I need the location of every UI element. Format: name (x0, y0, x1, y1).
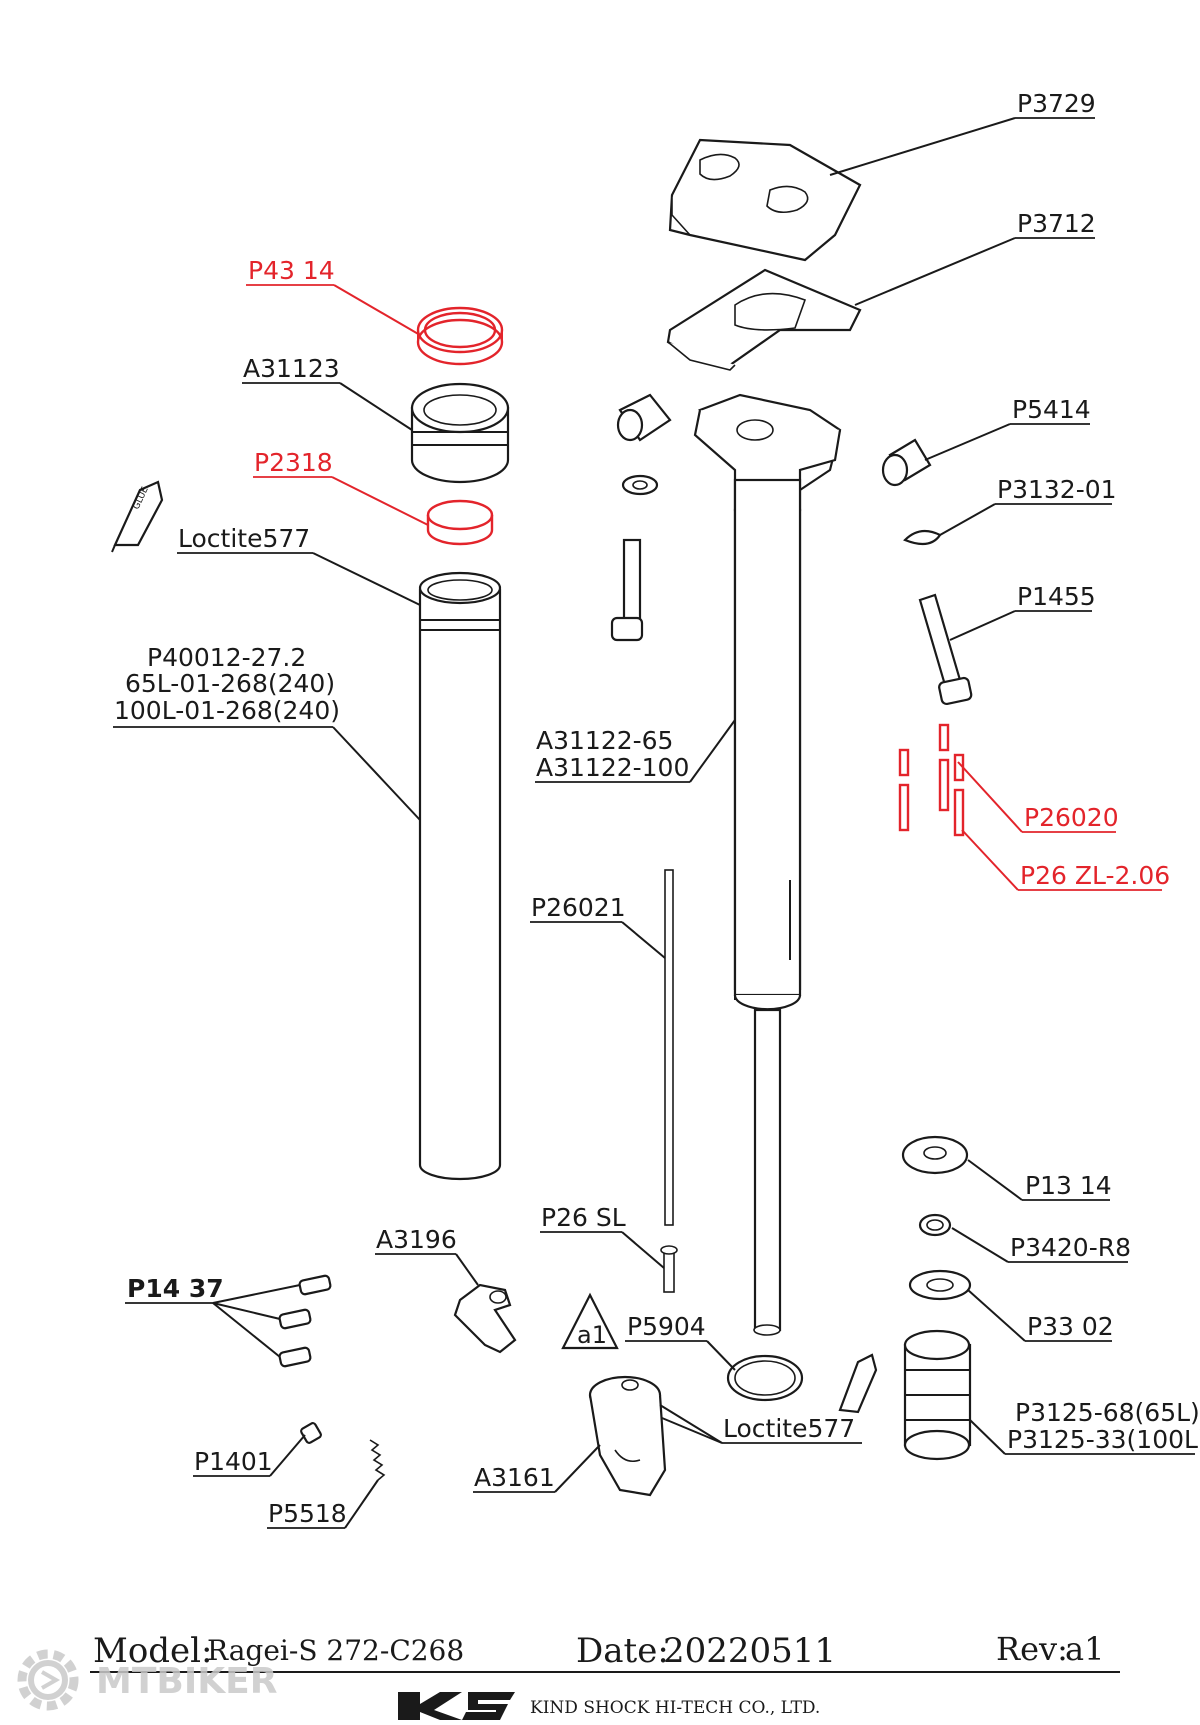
label-a31123: A31123 (243, 354, 340, 383)
date-label: Date: (576, 1631, 669, 1671)
label-a31122-line2: A31122-100 (536, 753, 689, 782)
label-p3302: P33 02 (1027, 1312, 1114, 1341)
label-a31122-line1: A31122-65 (536, 726, 673, 755)
label-p26020: P26020 (1024, 803, 1119, 832)
label-p26021: P26021 (531, 893, 626, 922)
rev-label: Rev: (996, 1630, 1068, 1668)
bolt-left (610, 538, 644, 642)
glue-tube-bottom-icon (838, 1353, 878, 1414)
label-p5904: P5904 (627, 1312, 706, 1341)
label-p3420: P3420-R8 (1010, 1233, 1131, 1262)
small-grub-screw (300, 1422, 322, 1444)
leader-lines (113, 117, 1195, 1529)
revision-triangle-label: a1 (577, 1321, 607, 1349)
rev-value: a1 (1065, 1630, 1104, 1668)
outer-tube (418, 571, 502, 1181)
label-p3132: P3132-01 (997, 475, 1117, 504)
label-p40012-line3: 100L-01-268(240) (114, 696, 340, 725)
circlip (918, 1213, 952, 1237)
washer-small-left (621, 474, 659, 496)
bolt-right (918, 593, 973, 706)
barrel-nut-left (616, 393, 672, 442)
ks-logo (398, 1692, 515, 1720)
red-pins (898, 723, 965, 837)
gear-icon (17, 1649, 79, 1711)
large-washer (901, 1135, 969, 1175)
label-p3729: P3729 (1017, 89, 1096, 118)
company-name: KIND SHOCK HI-TECH CO., LTD. (530, 1698, 820, 1718)
bushing-ring-red (426, 499, 494, 546)
glue-tube-icon: GLUE (111, 480, 164, 553)
inner-tube-assembly (693, 393, 842, 1336)
callout-labels: P3729 P3712 P43 14 A31123 P5414 P2318 P3… (114, 89, 1200, 1528)
collar-assembly (410, 382, 510, 484)
label-p26zl: P26 ZL-2.06 (1020, 861, 1170, 890)
title-block: Model: Ragei-S 272-C268 Date: 20220511 R… (90, 1630, 1120, 1720)
return-spring (369, 1439, 386, 1481)
set-screws (278, 1274, 332, 1368)
spacer-stack (903, 1329, 972, 1461)
wedge-clip (903, 529, 942, 546)
actuator-rod (664, 869, 674, 1226)
label-loctite-bottom: Loctite577 (723, 1414, 855, 1443)
label-loctite-top: Loctite577 (178, 524, 310, 553)
label-p1455: P1455 (1017, 582, 1096, 611)
saddle-clamp-lower-cradle (666, 268, 862, 371)
date-value: 20220511 (663, 1631, 836, 1671)
watermark-text: MTBIKER (96, 1661, 277, 1702)
small-pin (660, 1245, 678, 1293)
label-p3125-line2: P3125-33(100L) (1007, 1425, 1200, 1454)
mtbiker-watermark: MTBIKER (17, 1649, 277, 1711)
label-p26sl: P26 SL (541, 1203, 626, 1232)
label-p3712: P3712 (1017, 209, 1096, 238)
revision-triangle: a1 (561, 1292, 619, 1350)
label-p5518: P5518 (268, 1499, 347, 1528)
model-label: Model: (93, 1631, 213, 1671)
label-p5414: P5414 (1012, 395, 1091, 424)
label-p40012-line1: P40012-27.2 (147, 643, 306, 672)
label-p1314: P13 14 (1025, 1171, 1112, 1200)
label-p3125-line1: P3125-68(65L) (1015, 1398, 1200, 1427)
barrel-nut-right (881, 438, 932, 487)
label-p4314: P43 14 (248, 256, 335, 285)
label-p40012-line2: 65L-01-268(240) (125, 669, 335, 698)
model-value: Ragei-S 272-C268 (207, 1634, 464, 1667)
o-ring (726, 1354, 804, 1402)
actuator-head (588, 1375, 667, 1497)
label-p1401: P1401 (194, 1447, 273, 1476)
saddle-clamp-top-plate (668, 138, 862, 262)
lever-assembly (453, 1283, 517, 1354)
label-a3196: A3196 (376, 1225, 457, 1254)
seal-ring-red (416, 306, 504, 366)
thin-washer (908, 1269, 972, 1301)
label-p2318: P2318 (254, 448, 333, 477)
label-a3161: A3161 (474, 1463, 555, 1492)
label-p1437: P14 37 (127, 1274, 224, 1303)
